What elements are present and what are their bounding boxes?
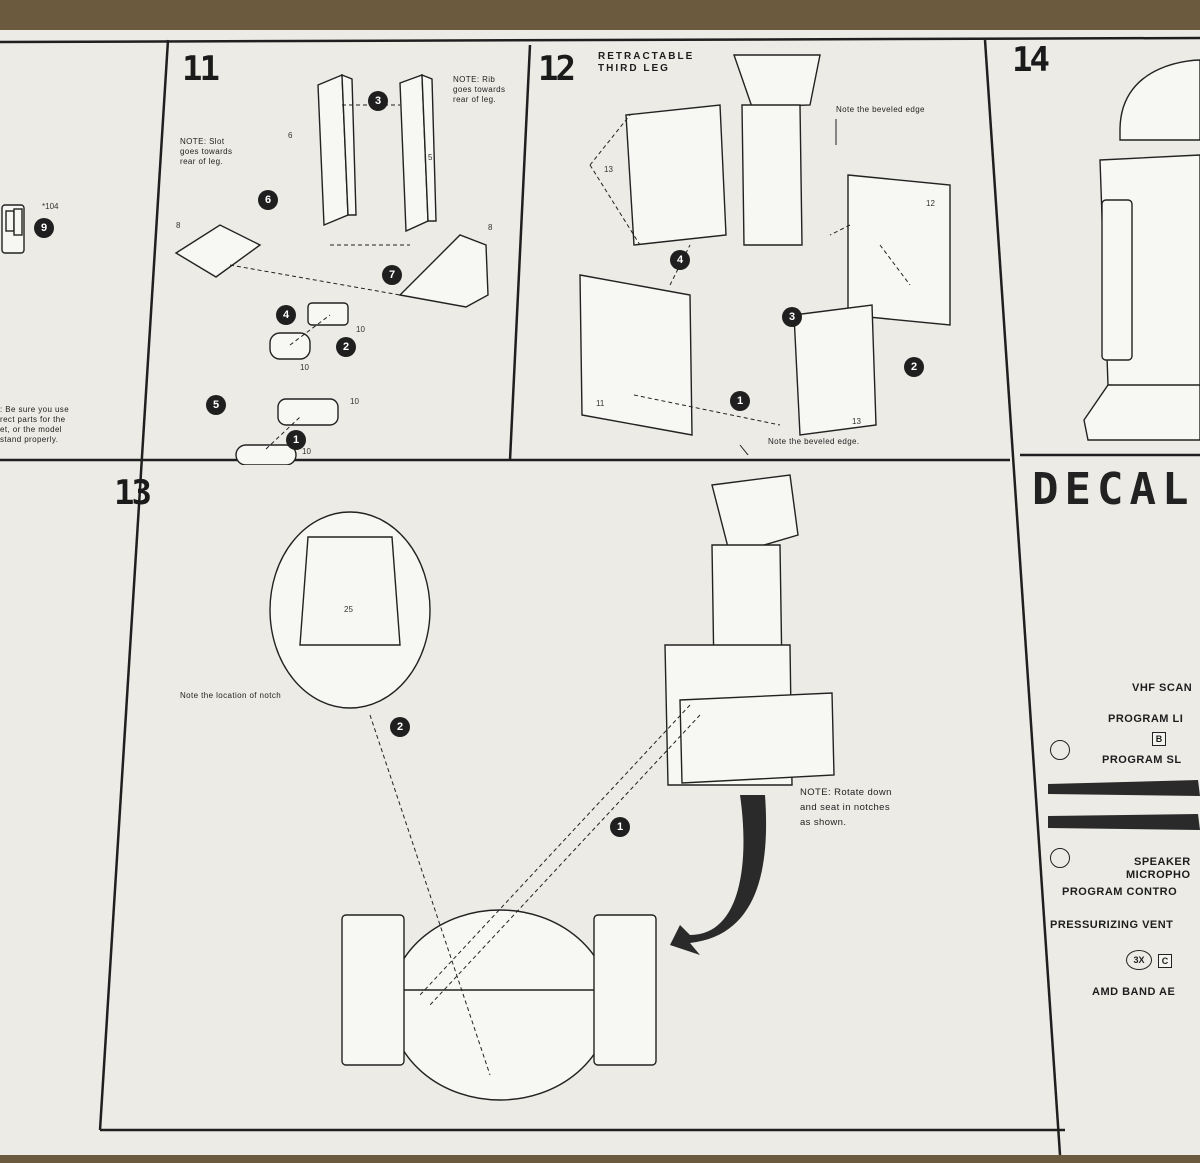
- warning-note-line-2: rect parts for the: [0, 415, 66, 424]
- step-bubble-1: 1: [730, 391, 750, 411]
- step-11-panel: 11 NOTE: Rib goes towards rear of leg. N…: [170, 45, 530, 465]
- note-rotate-line-3: as shown.: [800, 817, 847, 828]
- note-slot-line-3: rear of leg.: [180, 157, 224, 166]
- warning-note-line-1: : Be sure you use: [0, 405, 70, 414]
- decal-label-program-lights: PROGRAM LI: [1108, 713, 1184, 725]
- part-num: 13: [852, 417, 861, 426]
- step-bubble-2: 2: [390, 717, 410, 737]
- decal-label-program-slot: PROGRAM SL: [1102, 754, 1182, 766]
- step-bubble-9: 9: [34, 218, 54, 238]
- r2-unit-drawing: [1083, 59, 1200, 441]
- part-num-25: 25: [344, 605, 353, 614]
- warning-note-line-4: stand properly.: [0, 435, 59, 444]
- step-number: 11: [182, 49, 220, 89]
- step-13-panel: 13 25 Note the location of not: [100, 465, 1050, 1130]
- step-12-panel: 12 RETRACTABLE THIRD LEG Note the bevele…: [530, 45, 990, 455]
- step-bubble-4: 4: [276, 305, 296, 325]
- part-num: 10: [302, 447, 311, 456]
- left-partial-panel: *104 9 : Be sure you use rect parts for …: [0, 30, 170, 470]
- step-bubble-6: 6: [258, 190, 278, 210]
- note-rotate-line-1: NOTE: Rotate down: [800, 787, 892, 798]
- part-num: 8: [488, 223, 493, 232]
- step-14-panel: 14: [990, 40, 1200, 455]
- step-number: 12: [538, 49, 576, 89]
- decals-title: DECAL: [1032, 464, 1195, 515]
- part-num: 10: [350, 397, 359, 406]
- step-bubble-4: 4: [670, 250, 690, 270]
- part-num: 5: [428, 153, 433, 162]
- step-12-heading: RETRACTABLE THIRD LEG: [598, 51, 694, 75]
- part-num: 13: [604, 165, 613, 174]
- step-bubble-7: 7: [382, 265, 402, 285]
- part-num: 12: [926, 199, 935, 208]
- note-beveled-bottom: Note the beveled edge.: [768, 437, 860, 446]
- note-slot: NOTE: Slot goes towards rear of leg.: [180, 137, 232, 167]
- instruction-sheet: *104 9 : Be sure you use rect parts for …: [0, 30, 1200, 1155]
- leg-assembly-drawing: [174, 73, 489, 465]
- part-num: 6: [288, 131, 293, 140]
- step-bubble-1: 1: [286, 430, 306, 450]
- step-bubble-2: 2: [336, 337, 356, 357]
- note-slot-line-2: goes towards: [180, 147, 233, 156]
- decal-strips: [1048, 780, 1200, 830]
- note-rib-line-3: rear of leg.: [453, 95, 497, 104]
- note-rib-line-1: NOTE: Rib: [453, 75, 496, 84]
- warning-note-line-3: et, or the model: [0, 425, 62, 434]
- step-number: 13: [114, 473, 152, 513]
- part-num: 10: [356, 325, 365, 334]
- part-104-drawing: [1, 204, 25, 254]
- step-bubble-5: 5: [206, 395, 226, 415]
- part-label-104: *104: [42, 202, 59, 211]
- decal-box-c: C: [1158, 954, 1172, 968]
- step-bubble-1: 1: [610, 817, 630, 837]
- part-num: 8: [176, 221, 181, 230]
- step-bubble-3: 3: [782, 307, 802, 327]
- note-rotate: NOTE: Rotate down and seat in notches as…: [800, 785, 892, 830]
- decal-icon: [1050, 740, 1070, 760]
- step-bubble-2: 2: [904, 357, 924, 377]
- note-rotate-line-2: and seat in notches: [800, 802, 890, 813]
- note-slot-line-1: NOTE: Slot: [180, 137, 225, 146]
- decal-label-amd-band: AMD BAND AE: [1092, 986, 1176, 998]
- decal-label-vhf-scan: VHF SCAN: [1132, 682, 1193, 694]
- decal-box-b: B: [1152, 732, 1166, 746]
- heading-line-1: RETRACTABLE: [598, 51, 695, 62]
- decals-panel: DECAL VHF SCAN PROGRAM LI B PROGRAM SL S…: [1020, 460, 1200, 1160]
- heading-line-2: THIRD LEG: [598, 63, 670, 74]
- body-assembly-drawing: [269, 474, 835, 1101]
- note-rib-line-2: goes towards: [453, 85, 506, 94]
- note-beveled-top: Note the beveled edge: [836, 105, 925, 114]
- note-rib: NOTE: Rib goes towards rear of leg.: [453, 75, 505, 105]
- part-num: 11: [596, 399, 605, 408]
- panel-borders: [0, 36, 1200, 1155]
- step-number: 14: [1012, 40, 1050, 80]
- decal-label-speaker: SPEAKER: [1134, 856, 1191, 868]
- decal-label-program-control: PROGRAM CONTRO: [1062, 886, 1178, 898]
- part-num: 10: [300, 363, 309, 372]
- third-leg-drawing: [579, 54, 951, 455]
- decal-icon: [1050, 848, 1070, 868]
- note-notch: Note the location of notch: [180, 691, 282, 700]
- decal-label-microphone: MICROPHO: [1126, 869, 1191, 881]
- decal-label-pressurizing-vent: PRESSURIZING VENT: [1050, 919, 1174, 931]
- step-bubble-3: 3: [368, 91, 388, 111]
- warning-note: : Be sure you use rect parts for the et,…: [0, 405, 95, 445]
- decal-count-3x: 3X: [1126, 950, 1152, 970]
